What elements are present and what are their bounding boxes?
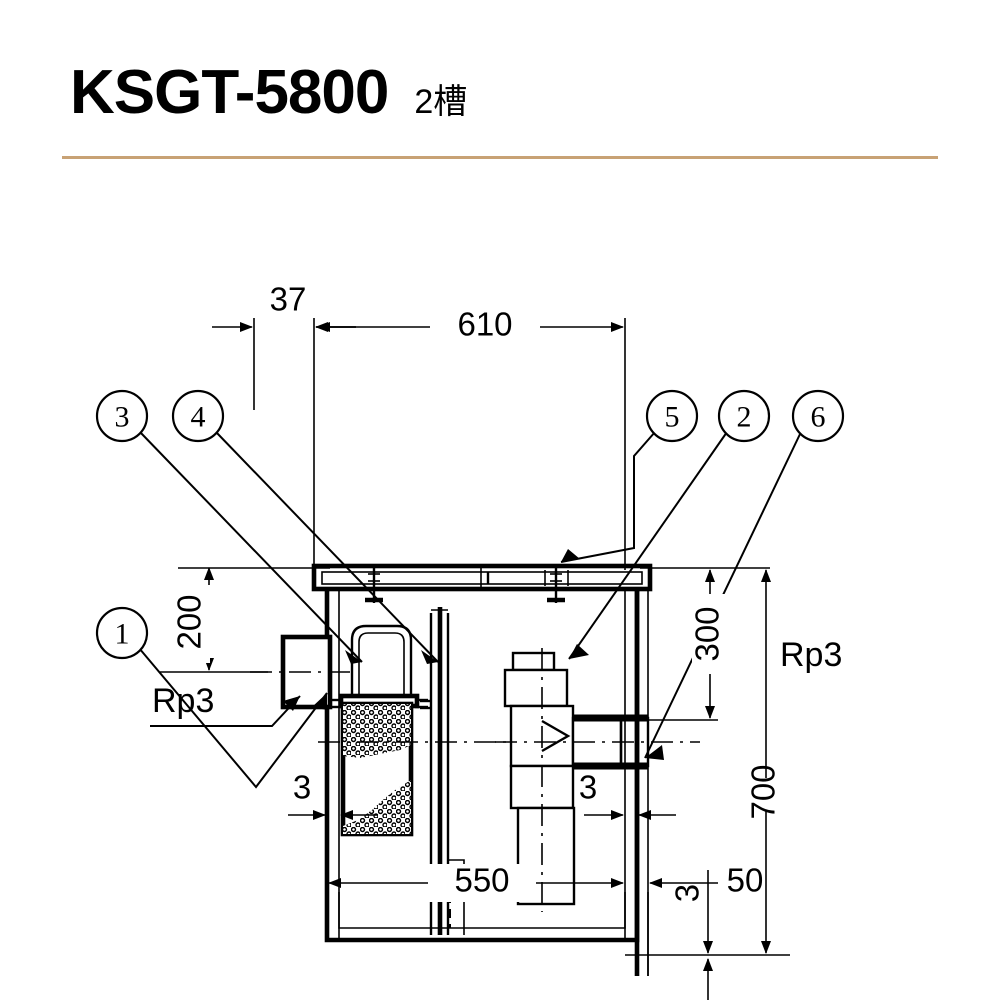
dim-300-text-bg (692, 594, 728, 674)
dim-550: 550 (328, 862, 624, 902)
callout-1-leader (138, 647, 328, 789)
outlet-thread-label: Rp3 (780, 636, 842, 674)
callout-1-arrowhead (312, 693, 327, 710)
callout-2-leader (568, 431, 728, 660)
dim-3-left: 3 (288, 769, 378, 820)
outlet-tee-chamfer (541, 719, 571, 753)
callout-4-label: 4 (191, 401, 206, 434)
callout-1[interactable]: 1 (95, 606, 328, 789)
outlet-upper-barrel (503, 668, 569, 708)
dim-610-value: 610 (457, 306, 512, 343)
callout-5-circle[interactable] (645, 389, 699, 443)
dim-700: 700 (625, 569, 790, 956)
callout-3-circle[interactable] (95, 389, 149, 443)
dim-200: 200 (160, 567, 330, 673)
callout-1-circle[interactable] (95, 606, 149, 660)
callout-6-label: 6 (811, 401, 826, 434)
callout-3-arrowhead (345, 650, 362, 664)
callout-3-label: 3 (115, 401, 130, 434)
dim-610-text-bg (430, 308, 540, 346)
dim-200-text-bg (174, 585, 210, 663)
lid-fastener-right (547, 568, 565, 603)
tank-inner-wall (338, 587, 626, 929)
dim-37: 37 (212, 281, 356, 570)
inlet-thread-text: Rp3 (152, 682, 214, 720)
basket-perforation (343, 704, 411, 834)
callout-5-label: 5 (665, 401, 680, 434)
dim-550-text-bg (428, 864, 536, 902)
basket-handle-inner (358, 632, 405, 708)
title-row: KSGT-5800 2槽 (70, 62, 467, 124)
callout-6-arrowhead (645, 745, 664, 760)
callout-6[interactable]: 6 (644, 389, 845, 760)
dim-300-value: 300 (689, 606, 726, 661)
dim-610: 610 (316, 306, 626, 570)
dim-3-base: 3 (669, 870, 713, 1000)
callout-4[interactable]: 4 (171, 389, 439, 664)
inlet-nozzle (250, 634, 352, 710)
dim-700-value: 700 (745, 764, 782, 819)
callout-1-label: 1 (115, 618, 130, 651)
bottom-dimension-group: 3 3 550 50 (288, 769, 763, 976)
callout-2[interactable]: 2 (568, 389, 771, 660)
dim-37-value: 37 (270, 281, 307, 318)
dim-3-left-value: 3 (293, 769, 311, 806)
dim-3-base-value: 3 (669, 884, 706, 902)
inlet-thread-label: Rp3 (150, 682, 301, 727)
page-header: KSGT-5800 2槽 (0, 0, 1000, 170)
technical-drawing: 3 4 5 2 (0, 170, 1000, 1000)
inlet-thread-arrowhead (283, 696, 300, 711)
callout-4-arrowhead (421, 650, 438, 664)
callout-5-leader (560, 431, 656, 563)
outlet-top-cap (511, 651, 556, 672)
callout-4-leader (215, 431, 439, 663)
callout-5-arrowhead (561, 549, 580, 562)
outlet-thread-text: Rp3 (780, 636, 842, 674)
dim-3-mid-value: 3 (579, 769, 597, 806)
dim-200-value: 200 (171, 594, 208, 649)
tank-body (324, 575, 649, 976)
callout-2-circle[interactable] (717, 389, 771, 443)
lid-fastener-left (365, 568, 383, 603)
callout-6-circle[interactable] (791, 389, 845, 443)
divider-bracket (448, 859, 465, 935)
dim-300: 300 (612, 567, 770, 721)
dim-3-mid: 3 (579, 769, 676, 820)
dim-50-value: 50 (727, 862, 764, 899)
dim-550-value: 550 (454, 862, 509, 899)
page-subtitle: 2槽 (414, 83, 468, 121)
dim-50: 50 (649, 862, 764, 899)
tank-lid-assembly (311, 563, 653, 603)
title-divider-rule (62, 156, 938, 159)
callout-2-arrowhead (569, 644, 589, 659)
callout-3[interactable]: 3 (95, 389, 363, 664)
callout-4-circle[interactable] (171, 389, 225, 443)
callout-3-leader (139, 431, 363, 663)
callout-2-label: 2 (737, 401, 752, 434)
basket-strainer (330, 624, 428, 837)
callout-5[interactable]: 5 (560, 389, 699, 563)
page-title: KSGT-5800 (70, 58, 389, 127)
